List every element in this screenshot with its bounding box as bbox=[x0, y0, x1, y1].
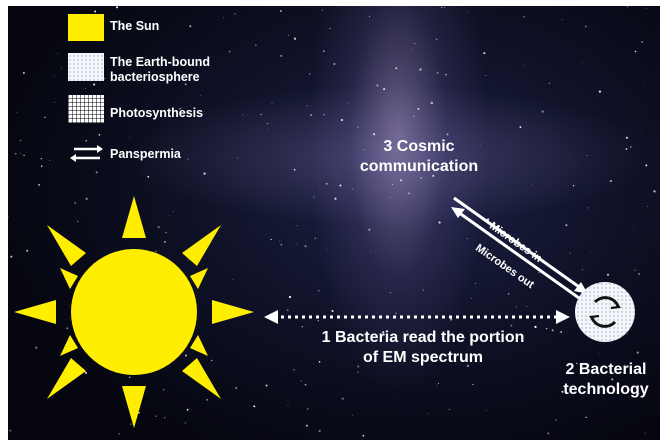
cosmic-line2: communication bbox=[344, 157, 494, 177]
legend-bacteriosphere-line1: The Earth-bound bbox=[110, 55, 210, 70]
tech-line1: 2 Bacterial bbox=[556, 360, 656, 380]
sun-legend-icon bbox=[68, 14, 104, 41]
em-line2: of EM spectrum bbox=[298, 348, 548, 368]
legend-bacteriosphere-label: The Earth-bound bacteriosphere bbox=[110, 55, 210, 85]
bacterial-technology-label: 2 Bacterial technology bbox=[556, 360, 656, 400]
diagram-canvas: The Sun The Earth-bound bacteriosphere P… bbox=[8, 6, 660, 440]
legend-sun-label: The Sun bbox=[110, 19, 159, 34]
sun-icon bbox=[14, 196, 254, 428]
tech-line2: technology bbox=[556, 380, 656, 400]
bacteriosphere-legend-icon bbox=[68, 53, 104, 81]
cosmic-communication-label: 3 Cosmic communication bbox=[344, 137, 494, 177]
panspermia-legend-icon bbox=[70, 145, 103, 162]
legend-photosynthesis-label: Photosynthesis bbox=[110, 106, 203, 121]
bacteriosphere-icon bbox=[575, 282, 635, 342]
em-spectrum-arrow bbox=[264, 310, 570, 324]
legend-panspermia-label: Panspermia bbox=[110, 147, 181, 162]
legend-bacteriosphere-line2: bacteriosphere bbox=[110, 70, 210, 85]
photosynthesis-legend-icon bbox=[68, 95, 104, 123]
em-spectrum-label: 1 Bacteria read the portion of EM spectr… bbox=[298, 328, 548, 368]
cosmic-line1: 3 Cosmic bbox=[344, 137, 494, 157]
em-line1: 1 Bacteria read the portion bbox=[298, 328, 548, 348]
